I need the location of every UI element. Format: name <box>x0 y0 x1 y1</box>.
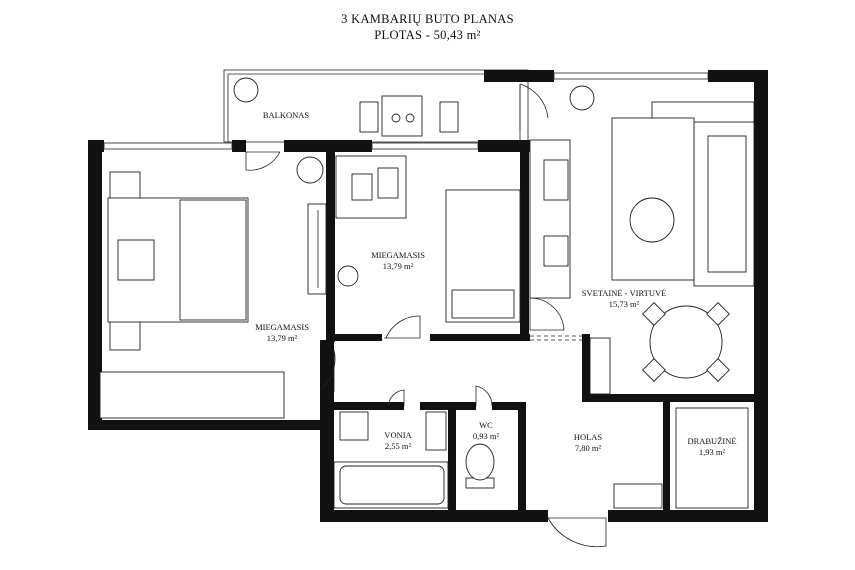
kitchen-counter <box>529 139 571 299</box>
wardrobe-long <box>99 371 285 419</box>
room-label-miegamasis-1: MIEGAMASIS 13,79 m² <box>255 322 309 343</box>
room-label-miegamasis-2: MIEGAMASIS 13,79 m² <box>371 250 425 271</box>
desk <box>335 155 407 219</box>
rug <box>611 117 695 281</box>
tv-unit <box>307 203 327 295</box>
doors <box>245 83 607 548</box>
plan-total-area: PLOTAS - 50,43 m² <box>374 28 481 42</box>
closet-clothes <box>675 407 749 509</box>
balcony-table <box>359 95 459 137</box>
windows <box>103 72 709 150</box>
room-label-drabuzine: DRABUŽINĖ 1,93 m² <box>687 436 737 457</box>
bed-double <box>107 171 249 351</box>
room-label-svetaine-virtuve: SVETAINĖ - VIRTUVĖ 15,73 m² <box>581 288 667 309</box>
bathtub <box>333 461 449 509</box>
walls <box>88 70 768 522</box>
dining-table <box>642 302 730 382</box>
room-label-vonia: VONIA 2,55 m² <box>384 430 412 451</box>
room-label-balkonas: BALKONAS <box>262 110 310 120</box>
sink <box>339 411 447 451</box>
balcony-outline <box>223 69 529 143</box>
plan-title: 3 KAMBARIŲ BUTO PLANAS <box>341 12 514 26</box>
bed-single <box>445 189 521 323</box>
toilet <box>465 443 495 489</box>
room-label-wc: WC 0,93 m² <box>472 420 500 441</box>
sofa <box>651 101 755 287</box>
hall-shelf <box>589 337 663 509</box>
room-label-holas: HOLAS 7,80 m² <box>573 432 603 453</box>
